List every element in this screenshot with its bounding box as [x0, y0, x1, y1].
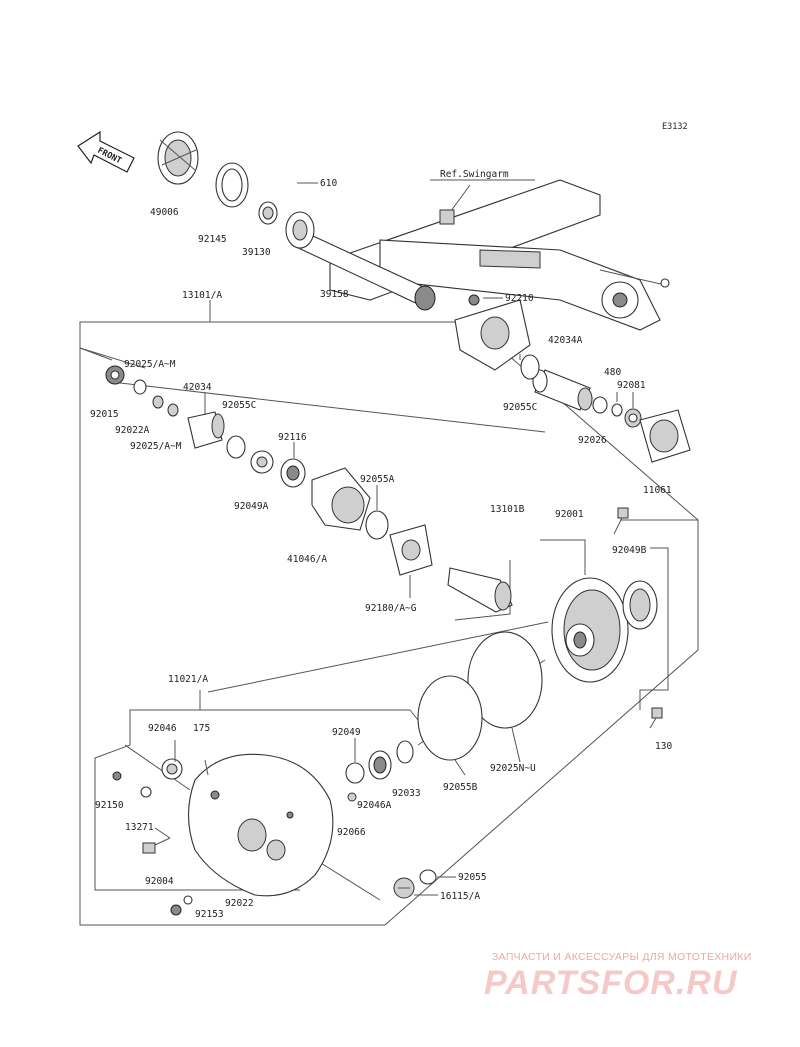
part-92033-circlip — [396, 740, 414, 764]
label-92025AM-top: 92025/A~M — [124, 359, 176, 370]
label-39158: 39158 — [320, 289, 349, 300]
part-92066-plug — [347, 792, 357, 802]
label-11021A: 11021/A — [168, 674, 208, 685]
label-92033: 92033 — [392, 788, 421, 799]
part-130-bolt — [649, 707, 663, 729]
part-92055A-ring — [365, 510, 389, 540]
part-92049-seal — [345, 762, 365, 784]
label-92180AG: 92180/A~G — [365, 603, 417, 614]
part-92025-shim-bot — [167, 403, 179, 417]
label-92150: 92150 — [95, 800, 124, 811]
part-92055C-right-ring — [520, 354, 540, 380]
label-13101B: 13101B — [490, 504, 525, 515]
label-92055: 92055 — [458, 872, 487, 883]
watermark-tagline: ЗАПЧАСТИ И АКСЕССУАРЫ ДЛЯ МОТОТЕХНИКИ — [492, 951, 752, 963]
part-92004-stud — [142, 837, 171, 854]
ring-gear — [551, 577, 629, 683]
label-92022: 92022 — [225, 898, 254, 909]
diagram-code: E3132 — [662, 122, 688, 132]
label-92049: 92049 — [332, 727, 361, 738]
label-92049A: 92049A — [234, 501, 269, 512]
part-92081-nut — [624, 408, 642, 428]
part-480-clip — [611, 403, 623, 417]
label-92066: 92066 — [337, 827, 366, 838]
part-42034-joint — [187, 411, 225, 449]
part-92116-bearing — [280, 458, 306, 488]
label-92026: 92026 — [578, 435, 607, 446]
label-480: 480 — [604, 367, 621, 378]
label-41046A: 41046/A — [287, 554, 327, 565]
part-92022-washer — [183, 895, 193, 905]
label-92022A: 92022A — [115, 425, 150, 436]
label-13271: 13271 — [125, 822, 154, 833]
label-39130: 39130 — [242, 247, 271, 258]
part-92150-bolt — [112, 771, 122, 781]
label-13101A: 13101/A — [182, 290, 222, 301]
part-42034A — [532, 369, 593, 411]
label-ref-swingarm: Ref.Swingarm — [440, 169, 509, 180]
label-42034: 42034 — [183, 382, 212, 393]
part-92153-bolt — [170, 904, 182, 916]
part-92150-washer — [140, 786, 152, 798]
label-92210: 92210 — [505, 293, 534, 304]
part-92055B-ring — [417, 675, 483, 761]
label-92025NU: 92025N~U — [490, 763, 536, 774]
part-92026-washer — [592, 396, 608, 414]
part-92046A-bearing — [368, 750, 392, 780]
leader-lines — [154, 179, 634, 896]
swingarm — [329, 179, 670, 331]
label-16115A: 16115/A — [440, 891, 480, 902]
label-92025AM-bot: 92025/A~M — [130, 441, 182, 452]
label-92046A: 92046A — [357, 800, 392, 811]
label-130: 130 — [655, 741, 672, 752]
part-175-pin — [204, 759, 209, 776]
label-92046: 92046 — [148, 723, 177, 734]
part-11061-gasket — [639, 409, 691, 463]
part-92015 — [105, 365, 125, 385]
label-92116: 92116 — [278, 432, 307, 443]
part-39130 — [258, 201, 278, 225]
upper-gear-case — [454, 294, 531, 371]
part-92049B-seal — [622, 580, 658, 630]
part-92180-shim-plate — [389, 524, 433, 576]
part-92055C-left-ring — [226, 435, 246, 459]
label-92004: 92004 — [145, 876, 174, 887]
part-92022A-washer — [133, 379, 147, 395]
label-92015: 92015 — [90, 409, 119, 420]
part-92046-bearing — [161, 758, 183, 780]
part-13101B-pinion — [447, 567, 513, 613]
label-49006: 49006 — [150, 207, 179, 218]
part-92055-oring — [419, 869, 437, 885]
part-92145 — [215, 162, 249, 208]
label-92081: 92081 — [617, 380, 646, 391]
label-42034A: 42034A — [548, 335, 583, 346]
front-arrow: FRONT — [77, 130, 135, 173]
part-92001-bolt — [613, 507, 629, 535]
part-92049A-seal — [250, 450, 274, 474]
label-175: 175 — [193, 723, 210, 734]
label-92145: 92145 — [198, 234, 227, 245]
label-92055C-left: 92055C — [222, 400, 256, 411]
part-49006 — [157, 131, 199, 185]
part-labels: Ref.Swingarm 49006 92145 39130 610 39158… — [90, 169, 672, 920]
part-11021A-case — [188, 753, 334, 897]
part-92025NU-shim — [467, 631, 543, 729]
label-92153: 92153 — [195, 909, 224, 920]
label-92055C-right: 92055C — [503, 402, 537, 413]
drive-shaft — [285, 211, 436, 311]
watermark-logo: PARTSFOR.RU — [484, 964, 738, 1002]
part-16115A-cap — [393, 877, 415, 899]
part-41046A-housing — [311, 467, 371, 531]
part-92025-shim-top — [152, 395, 164, 409]
label-610: 610 — [320, 178, 337, 189]
label-92001: 92001 — [555, 509, 584, 520]
label-92055B: 92055B — [443, 782, 478, 793]
label-92055A: 92055A — [360, 474, 395, 485]
label-11061: 11061 — [643, 485, 672, 496]
label-92049B: 92049B — [612, 545, 647, 556]
